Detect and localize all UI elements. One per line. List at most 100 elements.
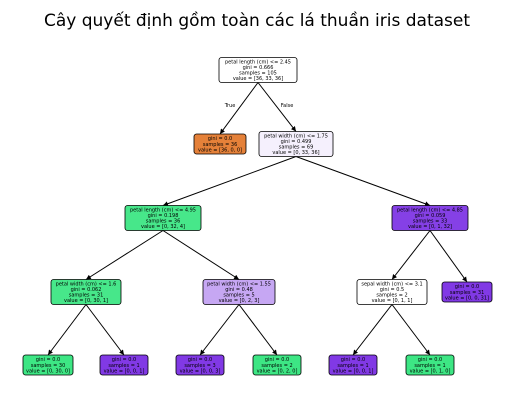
node-line: petal length (cm) <= 2.45: [225, 59, 291, 65]
node-line: gini = 0.0: [36, 357, 60, 363]
node-box: [193, 133, 247, 155]
node-line: gini = 0.198: [148, 213, 179, 219]
node-box: [50, 279, 122, 305]
edge-n2-n4: [295, 156, 431, 207]
node-line: samples = 33: [413, 219, 448, 225]
node-box: [258, 131, 334, 157]
node-box: [356, 279, 428, 305]
edge-n3-n6: [162, 230, 240, 280]
node-line: gini = 0.062: [71, 287, 102, 293]
node-box: [328, 354, 378, 376]
node-line: gini = 0.666: [243, 65, 274, 71]
node-line: samples = 3: [184, 363, 215, 369]
edge-n3-n5: [85, 230, 164, 280]
node-box: [252, 354, 302, 376]
node-box: [391, 205, 469, 231]
node-line: samples = 36: [203, 142, 238, 148]
node-line: petal width (cm) <= 1.55: [207, 281, 271, 287]
node-line: value = [0, 2, 0]: [257, 368, 298, 374]
node-line: samples = 5: [223, 293, 254, 299]
node-line: gini = 0.0: [188, 357, 212, 363]
node-line: samples = 1: [337, 363, 368, 369]
node-line: samples = 31: [450, 290, 485, 296]
node-line: petal length (cm) <= 4.95: [130, 207, 196, 213]
node-box: [202, 279, 276, 305]
node-line: value = [0, 1, 1]: [372, 298, 413, 304]
edge-n7-n13: [352, 304, 393, 356]
node-box: [218, 57, 298, 83]
edge-n6-n12: [238, 304, 278, 356]
node-box: [99, 354, 149, 376]
node-line: value = [36, 33, 36]: [233, 76, 283, 82]
node-line: petal length (cm) <= 4.85: [397, 207, 463, 213]
edge-n4-n8: [429, 230, 468, 283]
node-line: samples = 69: [279, 145, 314, 151]
node-line: gini = 0.48: [225, 287, 253, 293]
edge-label-true: True: [224, 103, 236, 109]
node-line: value = [0, 33, 36]: [272, 150, 319, 156]
node-line: gini = 0.0: [208, 136, 232, 142]
node-line: sepal width (cm) <= 3.1: [361, 281, 422, 287]
node-line: value = [0, 1, 0]: [410, 368, 451, 374]
diagram-title: Cây quyết định gồm toàn các lá thuần iri…: [44, 10, 470, 31]
edge-label-false: False: [281, 103, 294, 109]
node-line: value = [0, 0, 31]: [445, 295, 489, 301]
node-line: value = [0, 30, 0]: [26, 368, 70, 374]
edges-layer: True False: [47, 82, 468, 356]
node-line: value = [0, 30, 1]: [64, 298, 108, 304]
node-line: gini = 0.0: [455, 284, 479, 290]
node-line: gini = 0.0: [265, 357, 289, 363]
edge-n5-n10: [85, 304, 125, 356]
node-line: samples = 36: [146, 219, 181, 225]
node-line: samples = 1: [414, 363, 445, 369]
node-line: gini = 0.059: [415, 213, 446, 219]
node-line: samples = 1: [108, 363, 139, 369]
node-line: value = [0, 32, 4]: [141, 224, 185, 230]
node-line: gini = 0.499: [281, 139, 312, 145]
edge-n6-n11: [199, 304, 240, 356]
edge-n0-n1: [219, 82, 259, 135]
node-line: gini = 0.5: [380, 287, 404, 293]
edge-n2-n3: [162, 156, 297, 207]
node-box: [22, 354, 74, 376]
node-line: value = [36, 0, 0]: [198, 147, 242, 153]
node-box: [124, 205, 202, 231]
node-line: value = [0, 2, 3]: [219, 298, 260, 304]
edge-n7-n14: [391, 304, 431, 356]
edge-n0-n2: [257, 82, 297, 132]
node-line: samples = 105: [239, 71, 277, 77]
node-line: value = [0, 0, 1]: [333, 368, 374, 374]
node-line: petal width (cm) <= 1.75: [264, 133, 328, 139]
node-line: petal width (cm) <= 1.6: [56, 281, 117, 287]
node-line: gini = 0.0: [112, 357, 136, 363]
node-line: samples = 2: [376, 293, 407, 299]
edge-n4-n7: [391, 230, 431, 280]
node-line: value = [0, 0, 1]: [104, 368, 145, 374]
node-box: [175, 354, 225, 376]
node-line: samples = 2: [261, 363, 292, 369]
node-box: [441, 281, 493, 303]
node-line: samples = 31: [69, 293, 104, 299]
node-line: gini = 0.0: [341, 357, 365, 363]
node-line: gini = 0.0: [418, 357, 442, 363]
node-line: samples = 30: [31, 363, 66, 369]
node-box: [405, 354, 455, 376]
node-line: value = [0, 1, 32]: [408, 224, 452, 230]
node-line: value = [0, 0, 3]: [180, 368, 221, 374]
